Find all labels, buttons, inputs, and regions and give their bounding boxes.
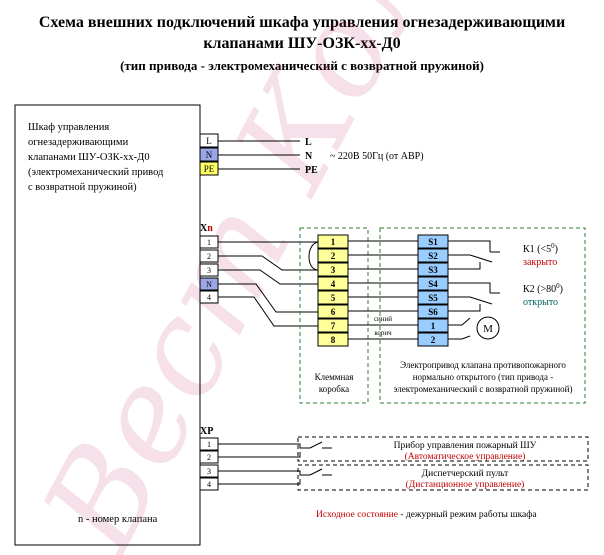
diagram-subtitle: (тип привода - электромеханический с воз…	[120, 58, 484, 73]
diagram-title-line2: клапанами ШУ-ОЗК-хх-Д0	[203, 35, 401, 52]
dispatch-console-title: Диспетчерский пульт	[422, 468, 509, 479]
junction-terminal-strip: 1 2 3 4 5 6 7 8	[317, 234, 349, 347]
wire-xn-n	[218, 283, 318, 313]
xp-terminal-1-label: 1	[207, 440, 211, 449]
power-terminal-n-label: N	[206, 150, 213, 160]
diagram-title-line1: Схема внешних подключений шкафа управлен…	[38, 14, 566, 31]
cabinet-desc-line3: клапанами ШУ-ОЗК-хх-Д0	[28, 152, 150, 163]
xn-terminal-4-label: 4	[207, 293, 211, 302]
power-terminal-block: L N PE L N PE ~ 220В 50Гц (от АВР)	[199, 133, 424, 176]
k2-state: открыто	[523, 297, 558, 308]
cabinet-outline	[14, 104, 201, 546]
jb-terminal-8-label: 8	[331, 335, 336, 345]
actuator-caption-line1: Электропривод клапана противопожарного	[400, 360, 566, 370]
act-terminal-1-label: 1	[431, 321, 436, 331]
motor-symbol	[476, 316, 500, 340]
act-terminal-s4-label: S4	[428, 279, 438, 289]
wire-xn3	[218, 269, 318, 285]
power-terminal-pe-label: PE	[204, 164, 215, 174]
jb-terminal-3-label: 3	[331, 265, 336, 275]
xp-terminal-block: XP 1 2 3 4	[199, 426, 219, 491]
jb-caption-line1: Клеммная	[315, 372, 354, 382]
actuator-terminal-strip: S1 S2 S3 S4 S5 S6 1 2	[417, 234, 449, 347]
wire-label-brown: корич	[374, 329, 392, 337]
power-terminal-l-label: L	[206, 136, 212, 146]
actuator-caption-line2: нормально открытого (тип привода -	[413, 372, 554, 382]
jb-terminal-6-label: 6	[331, 307, 336, 317]
actuator-caption-line3: электромеханический с возвратной пружино…	[394, 384, 573, 394]
fire-panel-mode: (Автоматическое управление)	[405, 451, 526, 462]
cabinet-desc-line1: Шкаф управления	[28, 122, 109, 133]
jb-bridge-loop	[308, 241, 319, 271]
xp-label: XP	[200, 426, 213, 437]
act-terminal-s2-label: S2	[428, 251, 438, 261]
act-terminal-s6-label: S6	[428, 307, 438, 317]
cabinet-desc-line2: огнезадерживающими	[28, 137, 129, 148]
junction-box-outline	[299, 227, 369, 404]
dispatch-console-box	[297, 464, 589, 491]
xp-terminal-3-label: 3	[207, 467, 211, 476]
xp-terminal-4-label: 4	[207, 480, 211, 489]
power-label-l: L	[305, 137, 312, 148]
jb-terminal-5-label: 5	[331, 293, 336, 303]
xn-terminal-3-label: 3	[207, 266, 211, 275]
initial-state-note: Исходное состояние - дежурный режим рабо…	[316, 509, 537, 520]
k2-label: К2 (>800)	[523, 282, 563, 295]
k1-state: закрыто	[523, 257, 557, 268]
actuator-caption: Электропривод клапана противопожарного н…	[394, 360, 573, 394]
act-terminal-s3-label: S3	[428, 265, 438, 275]
jb-actuator-wires	[348, 240, 418, 340]
xn-terminal-2-label: 2	[207, 252, 211, 261]
fire-panel-title: Прибор управления пожарный ШУ	[394, 440, 537, 451]
motor-label: M	[483, 323, 493, 335]
cabinet-footnote: n - номер клапана	[78, 514, 158, 525]
act-terminal-2-label: 2	[431, 335, 436, 345]
xp-terminal-2-label: 2	[207, 453, 211, 462]
limit-switch-k2	[448, 282, 500, 312]
cabinet-description: Шкаф управления огнезадерживающими клапа…	[28, 122, 164, 193]
jb-terminal-7-label: 7	[331, 321, 336, 331]
xn-terminal-1-label: 1	[207, 238, 211, 247]
xn-terminal-n-label: N	[206, 280, 212, 289]
cabinet-desc-line5: с возвратной пружиной)	[28, 182, 137, 193]
fire-panel-box	[297, 436, 589, 462]
limit-switch-k1	[448, 240, 500, 270]
jb-terminal-4-label: 4	[331, 279, 336, 289]
jb-terminal-2-label: 2	[331, 251, 336, 261]
jb-caption-line2: коробка	[319, 384, 349, 394]
dispatch-console-mode: (Дистанционное управление)	[406, 479, 525, 490]
power-supply-note: ~ 220В 50Гц (от АВР)	[330, 151, 424, 162]
wire-xn4	[218, 296, 318, 327]
actuator-outline	[379, 227, 586, 404]
jb-terminal-1-label: 1	[331, 237, 336, 247]
act-terminal-s5-label: S5	[428, 293, 438, 303]
cabinet-desc-line4: (электромеханический привод	[28, 167, 164, 178]
motor: M	[448, 316, 500, 340]
external-contacts	[218, 441, 332, 485]
power-label-pe: PE	[305, 165, 318, 176]
act-terminal-s1-label: S1	[428, 237, 438, 247]
xn-label: Xn	[200, 223, 213, 234]
power-label-n: N	[305, 151, 313, 162]
xn-terminal-block: Xn 1 2 3 N 4	[199, 223, 219, 304]
wire-label-blue: синий	[374, 315, 392, 323]
k1-label: К1 (<50)	[523, 242, 558, 255]
